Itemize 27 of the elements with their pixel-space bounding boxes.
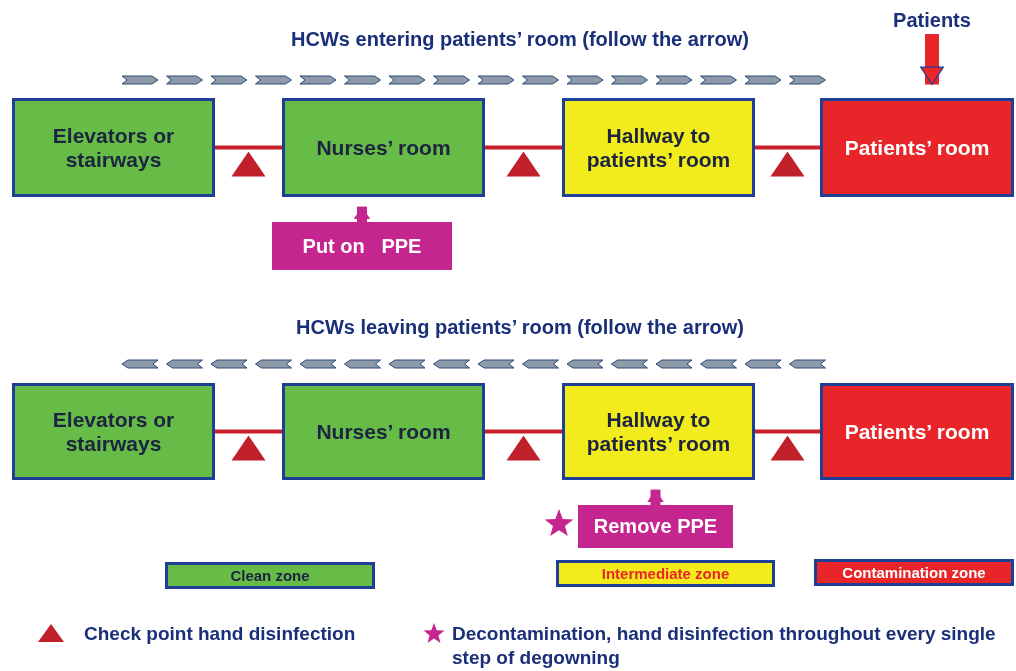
section-title: HCWs entering patients’ room (follow the arrow) bbox=[290, 28, 750, 51]
section-title: HCWs leaving patients’ room (follow the arrow) bbox=[295, 316, 745, 339]
arrow bbox=[920, 34, 944, 86]
room-box: Elevators or stairways bbox=[12, 383, 215, 480]
legend-text: Decontamination, hand disinfection throughout every single step of degowning bbox=[452, 622, 997, 670]
room-box: Patients’ room bbox=[820, 98, 1014, 197]
room-box: Nurses’ room bbox=[282, 383, 485, 480]
connector-line bbox=[755, 429, 820, 434]
connector-line bbox=[755, 145, 820, 150]
connector-line bbox=[215, 145, 282, 150]
connector-line bbox=[485, 145, 562, 150]
room-box: Hallway to patients’ room bbox=[562, 98, 755, 197]
room-box: Patients’ room bbox=[820, 383, 1014, 480]
legend-text: Contamination zone bbox=[842, 564, 986, 581]
entry-label: Patients bbox=[884, 6, 980, 34]
legend-text: Intermediate zone bbox=[601, 565, 730, 582]
room-box: Hallway to patients’ room bbox=[562, 383, 755, 480]
room-box: Elevators or stairways bbox=[12, 98, 215, 197]
connector-line bbox=[215, 429, 282, 434]
arrow bbox=[647, 489, 664, 505]
legend-text: Check point hand disinfection bbox=[84, 622, 357, 646]
arrow bbox=[353, 206, 371, 222]
step-box: Remove PPE bbox=[578, 505, 733, 548]
connector-line bbox=[485, 429, 562, 434]
legend-text: Clean zone bbox=[230, 567, 310, 584]
room-box: Nurses’ room bbox=[282, 98, 485, 197]
step-box: Put on PPE bbox=[272, 222, 452, 270]
